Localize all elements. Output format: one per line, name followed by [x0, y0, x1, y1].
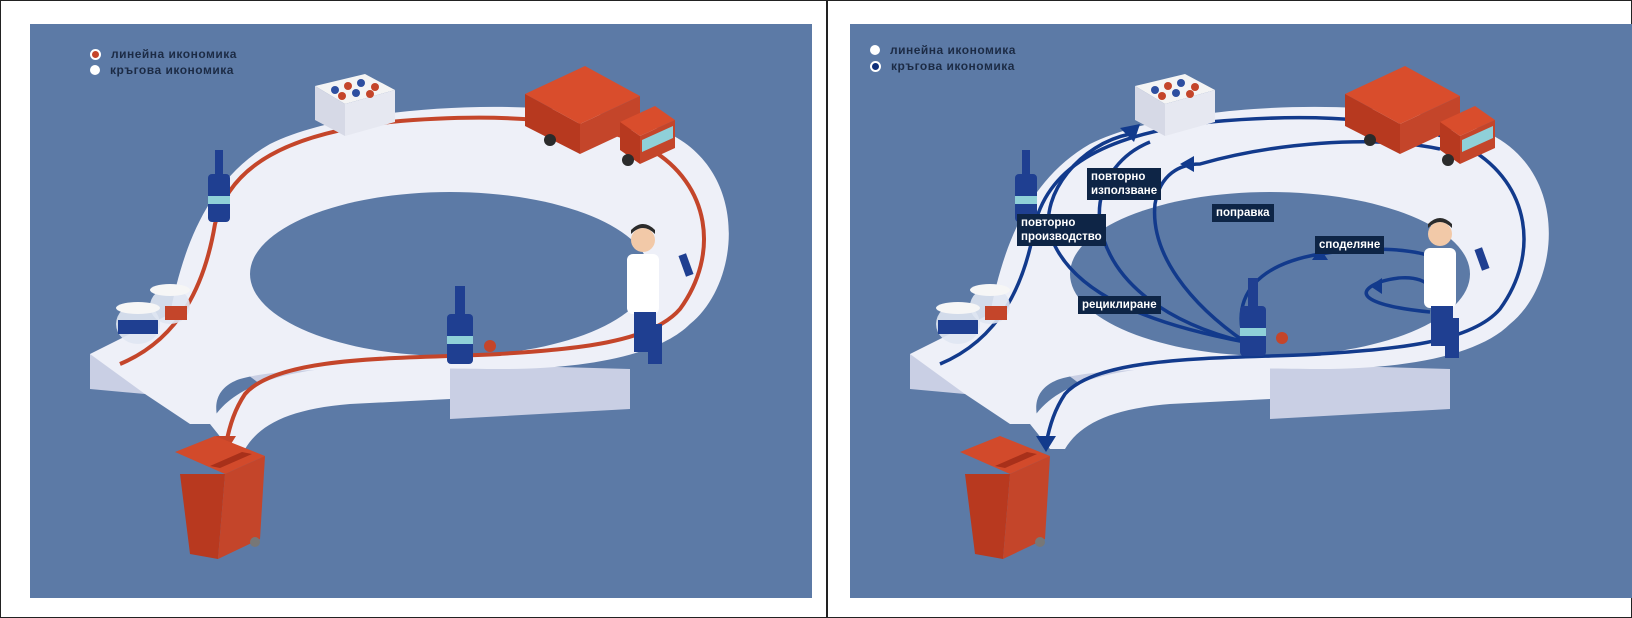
bottle-middle — [1240, 278, 1266, 356]
main-flow — [939, 115, 1526, 445]
legend-label: линейна икономика — [890, 43, 1016, 57]
bottle-left — [208, 150, 230, 222]
bottle-cap — [484, 340, 496, 352]
flow-arrowheads — [1036, 124, 1382, 452]
track-hole — [250, 192, 650, 356]
truck — [525, 66, 675, 166]
legend-label: кръгова икономика — [110, 63, 234, 77]
legend-dot-circular — [870, 60, 881, 72]
reuse-loop — [1152, 140, 1441, 344]
bottle-left — [1015, 150, 1037, 222]
legend-item-linear: линейна икономика — [870, 42, 1016, 58]
linear-economy-illustration — [90, 66, 729, 559]
label-share: споделяне — [1315, 236, 1385, 254]
legend: линейна икономика кръгова икономика — [870, 42, 1016, 74]
label-repair: поправка — [1212, 204, 1274, 222]
truck — [1345, 66, 1495, 166]
person-sitting — [1424, 218, 1490, 358]
legend-dot-linear — [90, 48, 101, 60]
person-sitting — [627, 224, 694, 364]
bottle-cap — [1276, 332, 1288, 344]
waste-bin — [960, 436, 1050, 559]
legend-item-circular: кръгова икономика — [870, 58, 1016, 74]
waste-bin — [175, 436, 265, 559]
bottle-crate — [1135, 74, 1215, 136]
legend-label: кръгова икономика — [891, 59, 1015, 73]
legend: линейна икономика кръгова икономика — [90, 46, 237, 78]
legend-item-linear: линейна икономика — [90, 46, 237, 62]
circular-economy-illustration — [910, 66, 1549, 559]
linear-economy-panel: линейна икономика кръгова икономика — [30, 24, 812, 598]
label-reuse: повторно използване — [1087, 168, 1162, 200]
track-lobe — [1030, 364, 1270, 449]
bottle-crate — [315, 74, 395, 136]
legend-dot-linear — [870, 45, 880, 55]
glass-jars — [116, 284, 190, 344]
legend-dot-circular — [90, 65, 100, 75]
legend-label: линейна икономика — [111, 47, 237, 61]
circular-economy-panel: линейна икономика кръгова икономика повт… — [850, 24, 1632, 598]
label-remanufacture: повторно производство — [1017, 214, 1106, 246]
track-lobe — [210, 364, 450, 449]
legend-item-circular: кръгова икономика — [90, 62, 237, 78]
panel-divider — [826, 0, 828, 618]
glass-jars — [936, 284, 1010, 344]
bottle-middle — [447, 286, 473, 364]
label-recycle: рециклиране — [1078, 296, 1161, 314]
